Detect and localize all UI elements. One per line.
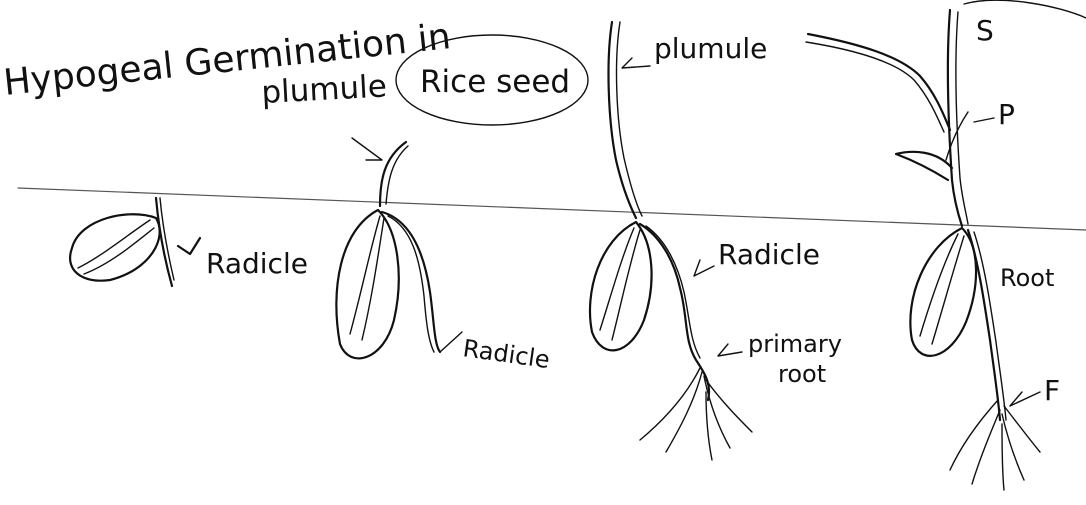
stage-4-root-label: Root: [1000, 264, 1054, 292]
stage-3-plumule-edge: [617, 22, 642, 216]
stage-4-root-branch-2: [972, 410, 1000, 484]
stage-2-seed: [336, 210, 398, 358]
stage-3-seed-vein: [600, 228, 634, 330]
stage-4-p-label: P: [998, 98, 1015, 131]
stage-4-root-branch-4: [1004, 406, 1040, 452]
stage-4-stem-edge: [956, 12, 968, 224]
stage-4-s-label: S: [976, 14, 994, 47]
stage-4-root-branch-1: [950, 400, 998, 470]
stage-2-plumule-edge: [386, 146, 408, 204]
stage-4-f-label: F: [1044, 374, 1060, 407]
stage-4-seed-vein-2: [932, 236, 964, 344]
stage-3-radicle-label: Radicle: [718, 238, 820, 271]
stage-4-leaf: [808, 34, 950, 130]
stage-3-seed-vein-2: [612, 230, 640, 340]
ground-line: [18, 188, 1086, 230]
stage-3-seed: [590, 222, 652, 350]
stage-4-root-branch-5: [1002, 424, 1004, 490]
stage-2-seed-vein-2: [362, 218, 384, 340]
stage-2-radicle-pointer: [440, 332, 462, 352]
stage-4-stem: [948, 10, 962, 226]
stage-3-plumule-label: plumule: [654, 32, 767, 65]
stage-2-radicle-label: Radicle: [461, 334, 551, 374]
stage-2-seedling: Radicle: [336, 138, 551, 374]
stage-4-leaf-edge: [806, 42, 944, 132]
stage-1-seed-vein-2: [84, 228, 154, 274]
stage-3-plumule-arrow: [622, 58, 650, 68]
title-plumule-word: plumule: [261, 68, 388, 111]
stage-4-root: [968, 230, 1000, 420]
stage-4-root-edge: [974, 232, 1006, 420]
stage-1-seed: [70, 214, 160, 280]
stage-3-radicle-edge: [646, 226, 700, 358]
stage-4-f-arrow: [1010, 392, 1040, 406]
stage-3-radicle: [640, 224, 709, 400]
stage-3-primary-root-arrow: [718, 344, 742, 356]
stage-4-root-branch-3: [1002, 414, 1024, 480]
stage-3-radicle-arrow: [694, 260, 714, 276]
stage-3-primary-label: primary: [748, 330, 842, 358]
stage-4-side-leaf: [896, 152, 952, 180]
stage-1-arrow: [178, 238, 200, 254]
stage-3-root-branch-4: [706, 380, 752, 432]
stage-4-p-pointer: [974, 118, 994, 122]
title-rice-seed: Rice seed: [420, 64, 570, 100]
stage-3-seedling: plumule Radicle primary root: [590, 22, 842, 460]
stage-1-seedling: Radicle: [70, 198, 308, 286]
stage-2-plumule-arrow: [352, 138, 382, 160]
stage-4-seed: [910, 228, 976, 356]
stage-3-root-branch-2: [666, 372, 702, 452]
stage-1-radicle-label: Radicle: [206, 247, 308, 280]
stage-4-seedling: S P Root F: [806, 0, 1086, 490]
stage-3-root-label: root: [778, 360, 826, 388]
